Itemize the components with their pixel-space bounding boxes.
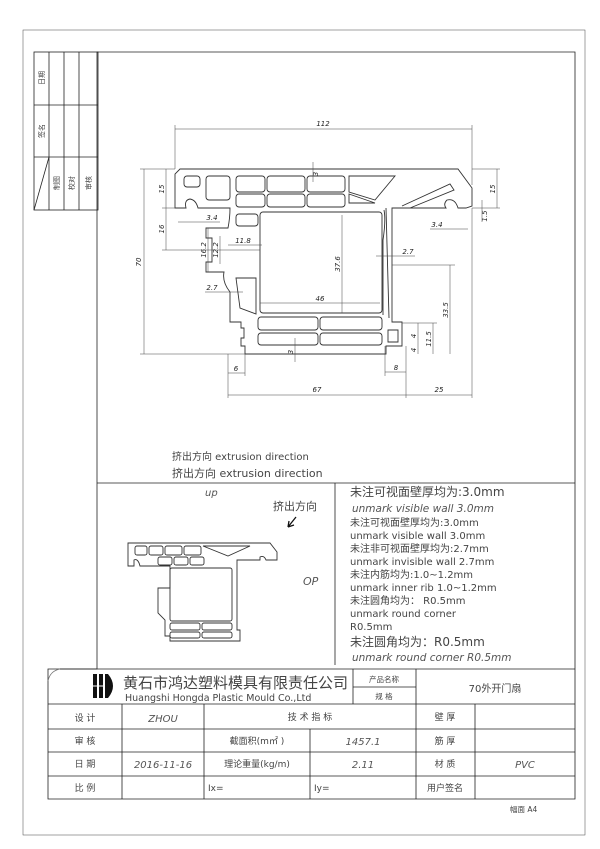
note-stack-2: 未注非可视面壁厚均为:2.7mm <box>350 542 489 555</box>
dim-chamber-height: 37.6 <box>334 256 342 272</box>
tech-spec-label: 技 术 指 标 <box>288 711 333 723</box>
dim-top-flange: 15 <box>158 184 166 193</box>
extrusion-arrow-icon <box>287 516 297 528</box>
review-label: 审 核 <box>75 735 96 747</box>
weight-value: 2.11 <box>352 760 374 771</box>
extrusion-arrow-label: 挤出方向 <box>273 499 317 513</box>
dim-right-foot: 8 <box>394 364 399 372</box>
dim-right-gap: 1.5 <box>481 210 489 222</box>
notes: 未注可视面壁厚均为:3.0mm unmark visible wall 3.0m… <box>350 484 512 664</box>
dim-top-wall: 3 <box>312 172 320 176</box>
section-area-value: 1457.1 <box>346 737 381 748</box>
product-name-value: 70外开门扇 <box>469 682 522 695</box>
material-value: PVC <box>515 760 535 771</box>
profile-preview-drawing <box>127 542 278 642</box>
rib-thickness-label: 筋 厚 <box>435 735 456 747</box>
dim-right-groove: 3.4 <box>431 221 442 229</box>
margin-sign: 签名 <box>37 124 46 138</box>
margin-drawn: 制图 <box>52 176 61 190</box>
dim-overhang: 25 <box>435 386 444 394</box>
company-name-en: Huangshi Hongda Plastic Mould Co.,Ltd <box>125 693 311 704</box>
product-name-label: 产品名称 <box>369 674 399 684</box>
spec-label: 规 格 <box>375 691 393 701</box>
design-label: 设 计 <box>75 712 96 724</box>
note-stack-8: R0.5mm <box>350 622 392 633</box>
note-stack-6: 未注圆角均为： R0.5mm <box>350 594 466 607</box>
dim-left-lower: 16 <box>158 224 166 233</box>
op-label: OP <box>303 575 319 588</box>
paper-size-label: 幅面 A4 <box>510 804 538 814</box>
dim-lug-width: 11.8 <box>235 237 251 245</box>
profile-main-drawing <box>174 168 473 355</box>
note-round-corner-cn: 未注圆角均为：R0.5mm <box>350 634 485 649</box>
dim-lug-inner: 12.2 <box>212 242 220 258</box>
dim-lug-outer: 16.2 <box>200 242 208 258</box>
title-block-grid <box>47 668 575 799</box>
design-value: ZHOU <box>147 714 178 725</box>
dim-left-foot: 6 <box>234 365 239 373</box>
dim-right-flange: 15 <box>489 184 497 193</box>
dim-right-wall: 2.7 <box>402 248 414 256</box>
date-label: 日 期 <box>75 759 96 770</box>
user-signature-label: 用户签名 <box>427 782 463 794</box>
dim-height: 70 <box>135 257 143 266</box>
margin-date: 日期 <box>38 71 46 85</box>
dim-bottom-wall: 3 <box>287 350 295 354</box>
wall-thickness-label: 壁 厚 <box>435 711 456 723</box>
margin-table: 日期 签名 制图 校对 审核 <box>33 51 99 211</box>
dim-foot-b: 4 <box>410 348 418 352</box>
note-stack-1: unmark visible wall 3.0mm <box>350 531 485 542</box>
note-visible-wall-cn: 未注可视面壁厚均为:3.0mm <box>350 484 505 499</box>
dim-body-width: 67 <box>313 386 322 394</box>
extrusion-direction-label-overlap: 挤出方向 extrusion direction <box>172 450 309 463</box>
note-round-corner-en: unmark round corner R0.5mm <box>352 652 512 664</box>
note-stack-7: unmark round corner <box>350 609 457 620</box>
section-area-label: 截面积(m㎡ ) <box>230 735 285 747</box>
dim-right-height: 33.5 <box>442 302 450 318</box>
material-label: 材 质 <box>435 758 456 770</box>
up-label: up <box>205 488 218 499</box>
dim-overall-width: 112 <box>316 120 330 128</box>
company-name-cn: 黄石市鸿达塑料模具有限责任公司 <box>123 674 348 692</box>
weight-label: 理论重量(kg/m) <box>224 758 290 770</box>
dimension-labels: 112 70 15 16 15 1.5 3.4 3.4 3 3 11.8 16.… <box>135 120 497 394</box>
scale-label: 比 例 <box>75 782 96 794</box>
dimension-lines <box>140 125 500 398</box>
note-stack-4: 未注内筋均为:1.0~1.2mm <box>350 568 473 581</box>
dim-foot-a: 4 <box>410 334 418 338</box>
iy-label: Iy= <box>314 784 330 794</box>
extrusion-direction-label: 挤出方向 extrusion direction <box>172 466 323 480</box>
note-stack-3: unmark invisible wall 2.7mm <box>350 557 494 568</box>
dim-chamber-width: 46 <box>316 295 325 303</box>
outer-border <box>22 29 586 836</box>
note-stack-5: unmark inner rib 1.0~1.2mm <box>350 583 497 594</box>
margin-checked: 校对 <box>67 176 76 190</box>
company-logo <box>93 674 113 698</box>
note-visible-wall-en: unmark visible wall 3.0mm <box>352 503 494 515</box>
note-stack-0: 未注可视面壁厚均为:3.0mm <box>350 516 479 529</box>
date-value: 2016-11-16 <box>134 760 192 771</box>
dim-foot-height: 11.5 <box>425 331 433 347</box>
margin-reviewed: 审核 <box>84 176 93 190</box>
dim-left-wall: 2.7 <box>206 284 218 292</box>
ix-label: Ix= <box>208 784 224 794</box>
dim-left-groove: 3.4 <box>206 214 217 222</box>
